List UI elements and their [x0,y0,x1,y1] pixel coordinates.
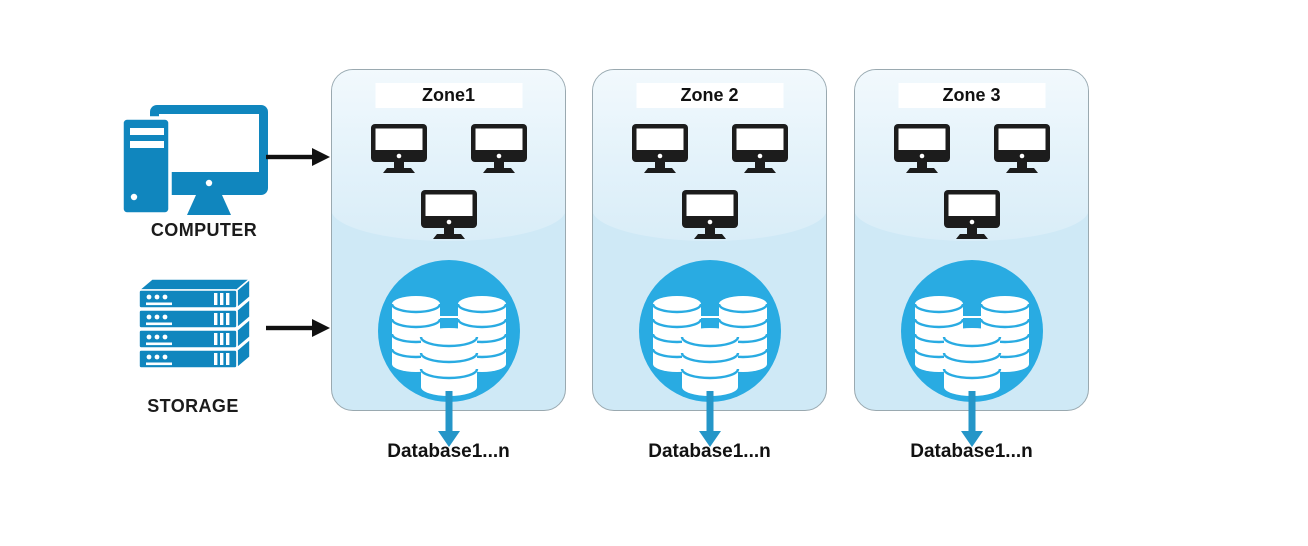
monitor-icon [732,124,788,173]
monitor-icon [994,124,1050,173]
monitor-icon [421,190,477,239]
zone-2-label-box: Zone 2 [636,83,783,108]
computer-label: COMPUTER [150,220,258,240]
zone-2-down-arrow-icon [698,391,721,447]
database-cluster-icon [637,258,783,404]
server-stack-icon [136,277,253,370]
desktop-computer-icon [120,105,268,216]
monitor-icon [682,190,738,239]
zone-3-card: Zone 3 [854,69,1089,411]
zone-3-label-box: Zone 3 [898,83,1045,108]
monitor-icon [894,124,950,173]
zone-2-label: Zone 2 [680,85,739,105]
monitor-icon [471,124,527,173]
database-cluster-icon [899,258,1045,404]
zone-3-database-label: Database1...n [910,441,1033,462]
zone-3-label: Zone 3 [942,85,1001,105]
monitor-icon [371,124,427,173]
zone-1-label-box: Zone1 [375,83,522,108]
computer-to-zone-arrow-icon [266,148,330,166]
zone-1-database-label: Database1...n [387,441,510,462]
zone-2-card: Zone 2 [592,69,827,411]
zone-1-label: Zone1 [421,85,475,105]
zone-1-card: Zone1 [331,69,566,411]
storage-to-zone-arrow-icon [266,319,330,337]
zone-3: Zone 3 Database1...n [854,69,1089,499]
database-cluster-icon [376,258,522,404]
zone-2: Zone 2 Database1...n [592,69,827,499]
storage-label: STORAGE [147,396,239,416]
zone-1: Zone1 Database1...n [331,69,566,499]
zone-1-down-arrow-icon [437,391,460,447]
zone-3-down-arrow-icon [960,391,983,447]
monitor-icon [944,190,1000,239]
zone-2-database-label: Database1...n [648,441,771,462]
monitor-icon [632,124,688,173]
